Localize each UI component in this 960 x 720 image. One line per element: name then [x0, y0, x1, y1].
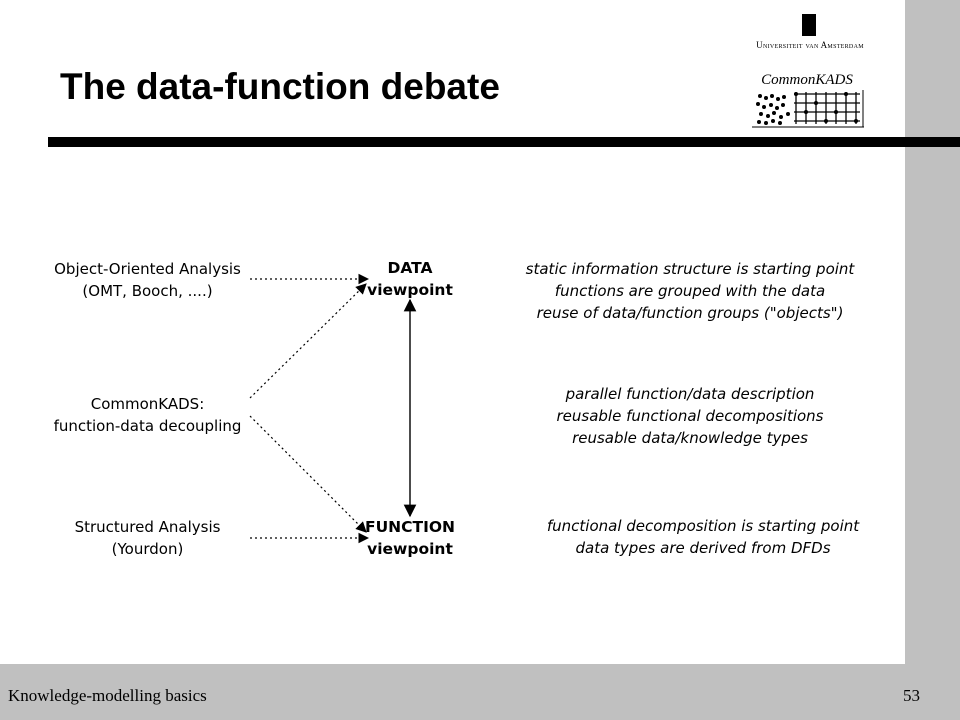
description-ooa: static information structure is starting… — [495, 258, 885, 324]
source-ooa: Object-Oriented Analysis (OMT, Booch, ..… — [40, 258, 255, 302]
description-ooa-line-3: reuse of data/function groups ("objects"… — [536, 304, 844, 322]
source-ooa-line-1: Object-Oriented Analysis — [54, 260, 241, 278]
viewpoint-data: DATA viewpoint — [345, 257, 475, 301]
title-divider — [48, 137, 960, 147]
description-commonkads-line-1: parallel function/data description — [565, 385, 815, 403]
source-sa-line-2: (Yourdon) — [111, 540, 184, 558]
description-sa: functional decomposition is starting poi… — [508, 515, 898, 559]
university-logo: Universiteit van Amsterdam — [750, 14, 870, 54]
source-sa-line-1: Structured Analysis — [74, 518, 221, 536]
commonkads-to-function-arrow — [249, 415, 367, 533]
source-commonkads: CommonKADS: function-data decoupling — [40, 393, 255, 437]
university-logo-text: Universiteit van Amsterdam — [756, 40, 864, 50]
uva-emblem-icon — [802, 14, 816, 36]
viewpoint-function-line-2: viewpoint — [367, 540, 453, 558]
commonkads-grid-icon — [752, 90, 864, 128]
description-ooa-line-1: static information structure is starting… — [525, 260, 855, 278]
source-commonkads-line-1: CommonKADS: — [90, 395, 205, 413]
source-commonkads-line-2: function-data decoupling — [53, 417, 242, 435]
footer-course: Knowledge-modelling basics — [8, 686, 207, 705]
description-commonkads-line-3: reusable data/knowledge types — [572, 429, 808, 447]
source-ooa-line-2: (OMT, Booch, ....) — [82, 282, 213, 300]
description-sa-line-1: functional decomposition is starting poi… — [546, 517, 860, 535]
bottom-band — [0, 664, 960, 720]
footer-page-number: 53 — [903, 686, 920, 705]
description-commonkads: parallel function/data description reusa… — [495, 383, 885, 449]
commonkads-to-data-arrow — [249, 283, 367, 399]
right-band — [905, 0, 960, 720]
commonkads-logo-text: CommonKADS — [761, 72, 853, 88]
viewpoint-data-line-2: viewpoint — [367, 281, 453, 299]
commonkads-logo: CommonKADS — [752, 72, 864, 128]
description-sa-line-2: data types are derived from DFDs — [575, 539, 831, 557]
viewpoint-function: FUNCTION viewpoint — [345, 516, 475, 560]
viewpoint-function-line-1: FUNCTION — [364, 518, 455, 536]
slide-title: The data-function debate — [60, 66, 500, 107]
description-ooa-line-2: functions are grouped with the data — [554, 282, 826, 300]
description-commonkads-line-2: reusable functional decompositions — [556, 407, 824, 425]
diagram-connectors — [249, 273, 417, 544]
source-sa: Structured Analysis (Yourdon) — [40, 516, 255, 560]
viewpoint-data-line-1: DATA — [387, 259, 433, 277]
